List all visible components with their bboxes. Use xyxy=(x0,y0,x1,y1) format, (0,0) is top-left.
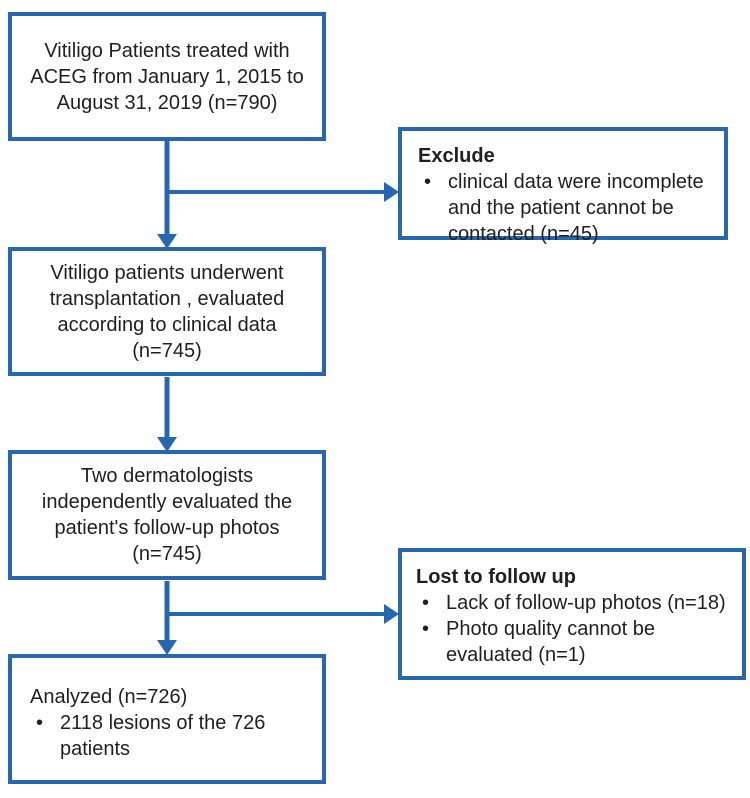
lost-bullet-item: • Photo quality cannot be evaluated (n=1… xyxy=(416,616,738,668)
box-lost-title: Lost to follow up xyxy=(416,566,576,588)
box-clinical-text: Vitiligo patients underwent transplantat… xyxy=(49,261,285,362)
arrow-branch-to-lost xyxy=(165,604,399,624)
arrow-enrollment-to-clinical xyxy=(157,141,177,249)
bullet-icon: • xyxy=(422,592,430,614)
box-exclude-title: Exclude xyxy=(418,145,495,167)
arrowhead-right-icon xyxy=(384,604,399,624)
bullet-icon: • xyxy=(36,712,44,734)
box-dermatology: Two dermatologists independently evaluat… xyxy=(8,450,326,580)
box-lost-to-follow-up: Lost to follow up • Lack of follow-up ph… xyxy=(398,548,746,680)
box-analyzed: Analyzed (n=726) • 2118 lesions of the 7… xyxy=(8,654,326,784)
arrow-branch-to-exclude xyxy=(165,182,399,202)
box-enrollment-text: Vitiligo Patients treated with ACEG from… xyxy=(30,39,304,114)
arrowhead-right-icon xyxy=(384,182,399,202)
bullet-icon: • xyxy=(424,171,432,193)
box-exclude: Exclude • clinical data were incomplete … xyxy=(398,127,728,245)
box-analyzed-title: Analyzed (n=726) xyxy=(30,686,188,708)
box-dermatology-text: Two dermatologists independently evaluat… xyxy=(41,465,293,565)
box-enrollment: Vitiligo Patients treated with ACEG from… xyxy=(8,12,326,141)
lost-bullet-item: • Lack of follow-up photos (n=18) xyxy=(416,590,738,616)
arrowhead-down-icon xyxy=(157,640,177,655)
lost-bullet-text-1: Lack of follow-up photos (n=18) xyxy=(446,592,726,614)
bullet-icon: • xyxy=(422,618,430,640)
lost-bullet-text-2: Photo quality cannot be evaluated (n=1) xyxy=(446,618,656,666)
arrow-clinical-to-dermatology xyxy=(157,377,177,452)
exclude-bullet-item: • clinical data were incomplete and the … xyxy=(418,169,718,247)
box-clinical: Vitiligo patients underwent transplantat… xyxy=(8,247,326,376)
exclude-bullet-text: clinical data were incomplete and the pa… xyxy=(448,171,704,245)
analyzed-bullet-text: 2118 lesions of the 726 patients xyxy=(60,712,266,760)
analyzed-bullet-item: • 2118 lesions of the 726 patients xyxy=(30,710,316,762)
arrow-dermatology-to-analyzed xyxy=(157,581,177,655)
